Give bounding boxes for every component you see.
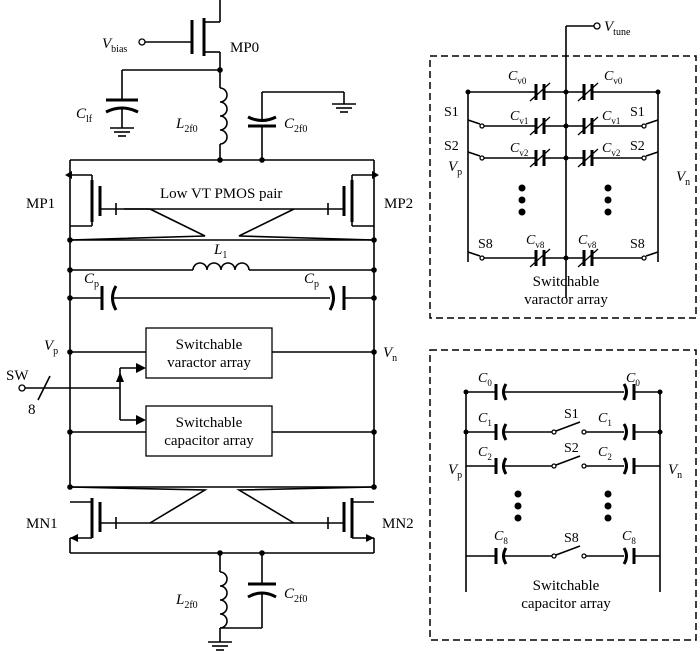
- cf-label: Clf: [76, 106, 93, 125]
- l1-inductor: [70, 262, 374, 271]
- capacitor-caption-line2: capacitor array: [521, 596, 611, 612]
- mn2-label: MN2: [382, 516, 414, 532]
- svg-text:Cv2: Cv2: [602, 141, 620, 158]
- svg-text:Cv8: Cv8: [526, 233, 545, 250]
- sw-label: SW: [6, 368, 29, 384]
- svg-text:C0: C0: [626, 371, 640, 388]
- capacitor-caption-line1: Switchable: [533, 578, 600, 594]
- varactor-row-2: S2 S2 Cv2 Cv2: [444, 139, 659, 168]
- main-circuit: Vbias MP0 Clf L2f0: [6, 0, 414, 651]
- sw-bits-label: 8: [28, 402, 36, 418]
- svg-text:S1: S1: [444, 105, 459, 120]
- l2f0-bottom-label: L2f0: [175, 592, 198, 611]
- svg-text:S8: S8: [630, 237, 645, 252]
- mp0-label: MP0: [230, 40, 259, 56]
- svg-text:S2: S2: [564, 441, 579, 456]
- svg-text:Cv0: Cv0: [604, 69, 623, 86]
- svg-text:Cv1: Cv1: [510, 109, 528, 126]
- capacitor-row-8: S8 C8 C8: [466, 529, 660, 565]
- svg-text:C2: C2: [598, 445, 612, 462]
- mp1-label: MP1: [26, 196, 55, 212]
- capacitor-array-block: [145, 405, 273, 457]
- svg-text:C2: C2: [478, 445, 492, 462]
- cp-right-label: Cp: [304, 271, 319, 290]
- varactor-block-line2: varactor array: [167, 355, 251, 371]
- l2f0-top-label: L2f0: [175, 116, 198, 135]
- svg-text:Cv0: Cv0: [508, 69, 527, 86]
- capacitor-row-1: S1 C1 C1: [463, 407, 663, 441]
- varactor-block-line1: Switchable: [176, 337, 243, 353]
- capacitor-block-line2: capacitor array: [164, 433, 254, 449]
- cap-vp-label: Vp: [448, 462, 462, 481]
- varactor-caption-line2: varactor array: [524, 292, 608, 308]
- c2f0-top-label: C2f0: [284, 116, 307, 135]
- svg-text:S8: S8: [478, 237, 493, 252]
- nmos-pair: [69, 486, 375, 554]
- svg-text:C0: C0: [478, 371, 492, 388]
- var-vn-label: Vn: [676, 169, 690, 188]
- varactor-row-0: Cv0 Cv0: [465, 69, 661, 102]
- c2f0-top-capacitor: [247, 91, 356, 160]
- varactor-row-8: S8 S8 Cv8 Cv8: [467, 233, 659, 268]
- svg-text:C8: C8: [622, 529, 636, 546]
- var-vp-label: Vp: [448, 159, 462, 178]
- svg-text:S8: S8: [564, 531, 579, 546]
- l2f0-bottom-inductor: [208, 553, 232, 651]
- varactor-row-1: S1 S1 Cv1 Cv1: [444, 105, 659, 136]
- varactor-ellipsis: [518, 184, 612, 216]
- vtune-label: Vtune: [604, 19, 631, 38]
- mp0-transistor: [138, 0, 221, 70]
- pmos-pair-label: Low VT PMOS pair: [160, 186, 282, 202]
- c2f0-bottom-label: C2f0: [284, 586, 307, 605]
- cap-vn-label: Vn: [668, 462, 682, 481]
- l1-label: L1: [213, 242, 227, 261]
- mp2-label: MP2: [384, 196, 413, 212]
- svg-text:C1: C1: [478, 411, 492, 428]
- vbias-terminal: [138, 38, 146, 46]
- svg-text:Cv1: Cv1: [602, 109, 620, 126]
- l2f0-top-inductor: [219, 70, 228, 160]
- varactor-array-block: [145, 327, 273, 379]
- svg-text:S2: S2: [444, 139, 459, 154]
- capacitor-block-line1: Switchable: [176, 415, 243, 431]
- capacitor-array-detail: Vp Vn C0 C0: [429, 349, 697, 641]
- varactor-array-detail: Vtune Vp Vn Cv0 Cv0: [429, 19, 697, 319]
- svg-text:C1: C1: [598, 411, 612, 428]
- cf-capacitor: [105, 69, 220, 137]
- cp-left-label: Cp: [84, 271, 99, 290]
- varactor-caption-line1: Switchable: [533, 274, 600, 290]
- vbias-label: Vbias: [102, 36, 127, 55]
- c2f0-bottom-capacitor: [220, 553, 277, 629]
- svg-text:S1: S1: [564, 407, 579, 422]
- capacitor-row-2: S2 C2 C2: [466, 441, 660, 475]
- vp-label: Vp: [44, 338, 58, 357]
- mn1-label: MN1: [26, 516, 58, 532]
- svg-text:Cv8: Cv8: [578, 233, 597, 250]
- vn-label: Vn: [383, 345, 397, 364]
- cp-capacitors: [70, 285, 374, 311]
- pmos-pair: [65, 171, 379, 241]
- capacitor-ellipsis: [514, 490, 612, 522]
- svg-text:S1: S1: [630, 105, 645, 120]
- sw-bus: [18, 363, 146, 425]
- capacitor-row-0: C0 C0: [463, 371, 663, 401]
- svg-text:S2: S2: [630, 139, 645, 154]
- svg-text:Cv2: Cv2: [510, 141, 528, 158]
- svg-text:C8: C8: [494, 529, 508, 546]
